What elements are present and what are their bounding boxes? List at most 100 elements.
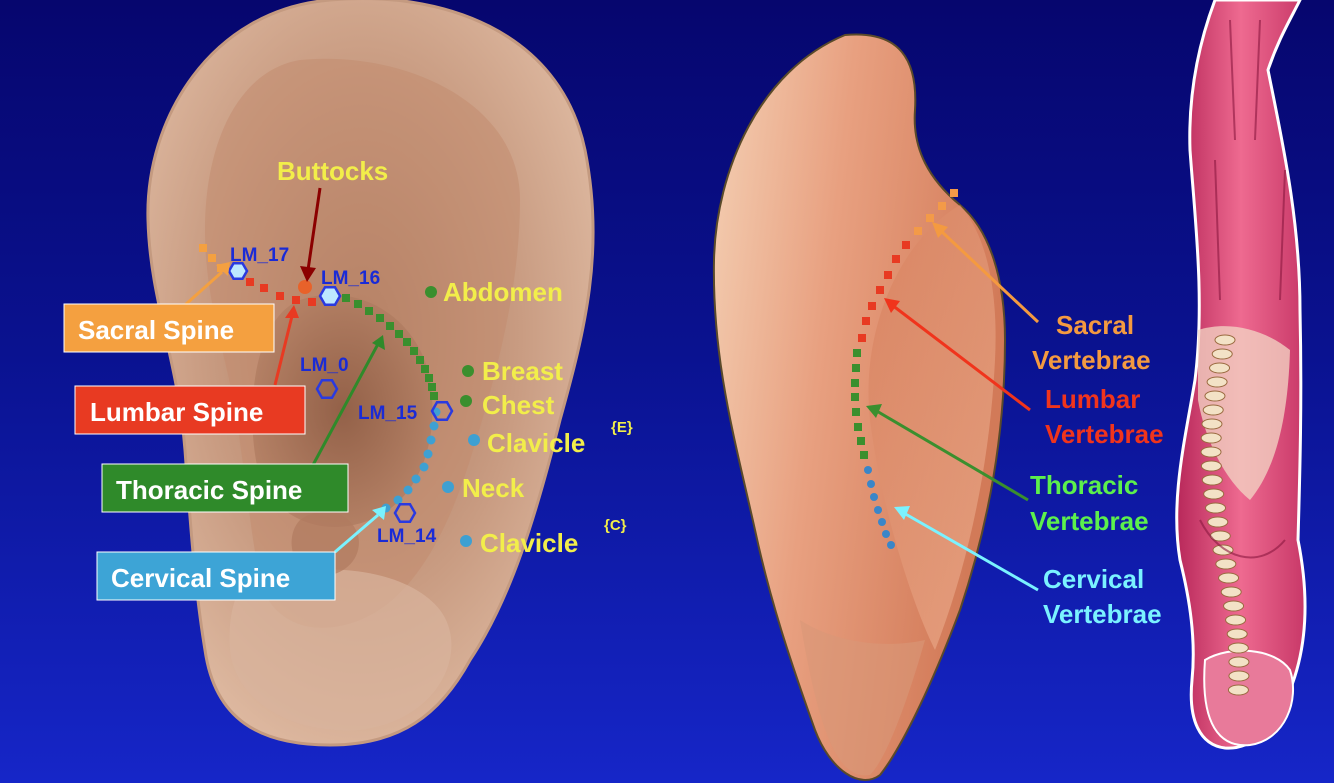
vertebra xyxy=(1201,418,1223,430)
sacral-vert-dot xyxy=(926,214,934,222)
thoracic-dot xyxy=(428,383,436,391)
chest-point xyxy=(460,395,472,407)
thoracic-dot xyxy=(421,365,429,373)
cervical-vertebrae-line2: Vertebrae xyxy=(1043,599,1162,629)
lumbar-vert-dot xyxy=(862,317,870,325)
thoracic-pointer xyxy=(311,343,380,466)
clavicle-c-sup: {C} xyxy=(604,517,627,534)
vertebra xyxy=(1202,404,1224,416)
lumbar-vert-arrow xyxy=(891,303,1031,412)
cervical-vert-arrow xyxy=(901,510,1039,592)
breast-label: Breast xyxy=(482,356,563,386)
sacral-vertebrae-line2: Vertebrae xyxy=(1032,345,1151,375)
lumbar-vert-dot xyxy=(868,302,876,310)
vertebra xyxy=(1227,684,1249,696)
lumbar-vert-arrowhead xyxy=(884,298,900,313)
lumbar-vertebrae-line2: Vertebrae xyxy=(1045,419,1164,449)
lm-15-marker xyxy=(430,401,454,421)
cervical-dot xyxy=(426,435,436,445)
vertebra xyxy=(1215,558,1237,570)
vertebra xyxy=(1214,334,1236,346)
sacral-spine-text: Sacral Spine xyxy=(78,315,234,345)
thoracic-dot xyxy=(342,294,350,302)
thoracic-dot xyxy=(365,307,373,315)
vertebra xyxy=(1226,628,1248,640)
chest-label: Chest xyxy=(482,390,555,420)
thoracic-vertebrae-line2: Vertebrae xyxy=(1030,506,1149,536)
lm-14-label: LM_14 xyxy=(377,526,437,547)
thoracic-vert-dot xyxy=(851,379,859,387)
side-ear-spine-dots xyxy=(851,189,958,549)
buttocks-arrowhead xyxy=(300,266,316,282)
cervical-dot xyxy=(423,449,433,459)
thoracic-dot xyxy=(425,374,433,382)
cervical-dot xyxy=(429,421,439,431)
thoracic-dot xyxy=(410,347,418,355)
lumbar-dot xyxy=(308,298,316,306)
lumbar-spine-box: Lumbar Spine xyxy=(74,385,306,435)
cervical-vert-dot xyxy=(882,530,890,538)
thoracic-dot xyxy=(430,392,438,400)
abdomen-point xyxy=(425,286,437,298)
sacral-vert-arrowhead xyxy=(932,222,948,238)
lumbar-dot xyxy=(260,284,268,292)
sacral-vert-arrow xyxy=(938,228,1040,324)
sacral-dot xyxy=(199,244,207,252)
cervical-dot xyxy=(393,495,403,505)
clavicle-e-sup: {E} xyxy=(611,419,633,436)
vertebra xyxy=(1218,572,1240,584)
thoracic-dot xyxy=(416,356,424,364)
lm-0-label: LM_0 xyxy=(300,355,349,376)
cervical-vertebrae-line1: Cervical xyxy=(1043,564,1144,594)
side-ear: Sacral Vertebrae Lumbar Vertebrae Thorac… xyxy=(712,33,1164,781)
vertebra xyxy=(1209,362,1231,374)
lm-16-marker xyxy=(318,286,342,306)
lumbar-spine-text: Lumbar Spine xyxy=(90,397,263,427)
sacral-vertebrae-line1: Sacral xyxy=(1056,310,1134,340)
ear-lobe xyxy=(229,569,452,731)
lumbar-vert-dot xyxy=(892,255,900,263)
thoracic-dot xyxy=(386,322,394,330)
lumbar-vert-dot xyxy=(902,241,910,249)
vertebra xyxy=(1225,614,1247,626)
cervical-vert-dot xyxy=(864,466,872,474)
cervical-dot xyxy=(411,474,421,484)
thoracic-vert-arrowhead xyxy=(866,404,882,418)
cervical-spine-box: Cervical Spine xyxy=(96,551,336,601)
sacral-pointer-head xyxy=(216,262,230,276)
cervical-vert-arrowhead xyxy=(894,506,910,520)
thoracic-dot xyxy=(403,338,411,346)
vertebra xyxy=(1228,670,1250,682)
neck-label: Neck xyxy=(462,473,525,503)
clavicle-c-point xyxy=(460,535,472,547)
thoracic-vert-dot xyxy=(852,364,860,372)
cervical-vert-dot xyxy=(878,518,886,526)
clavicle-e-label: Clavicle xyxy=(487,428,585,458)
thoracic-vert-dot xyxy=(852,408,860,416)
cervical-pointer-head xyxy=(372,506,386,520)
body-head xyxy=(1203,649,1295,747)
lumbar-dot xyxy=(246,278,254,286)
vertebra xyxy=(1200,446,1222,458)
vertebra xyxy=(1204,390,1226,402)
cervical-spine-text: Cervical Spine xyxy=(111,563,290,593)
side-ear-inner xyxy=(868,205,996,650)
lumbar-pointer xyxy=(273,315,294,386)
lm-15-label: LM_15 xyxy=(358,403,418,424)
thoracic-spine-text: Thoracic Spine xyxy=(116,475,302,505)
vertebra xyxy=(1206,376,1228,388)
cervical-dot xyxy=(403,485,413,495)
thoracic-vertebrae-line1: Thoracic xyxy=(1030,470,1138,500)
cervical-dot xyxy=(419,462,429,472)
vertebra xyxy=(1228,656,1250,668)
cervical-pointer xyxy=(334,513,379,554)
breast-point xyxy=(462,365,474,377)
lm-0-marker xyxy=(315,379,339,399)
side-ear-lobe-shade xyxy=(800,620,925,776)
lumbar-vertebrae-line1: Lumbar xyxy=(1045,384,1140,414)
cervical-vert-dot xyxy=(870,493,878,501)
abdomen-label: Abdomen xyxy=(443,277,563,307)
sacral-spine-box: Sacral Spine xyxy=(63,303,275,353)
thoracic-vert-dot xyxy=(853,349,861,357)
lm-16-label: LM_16 xyxy=(321,268,380,289)
